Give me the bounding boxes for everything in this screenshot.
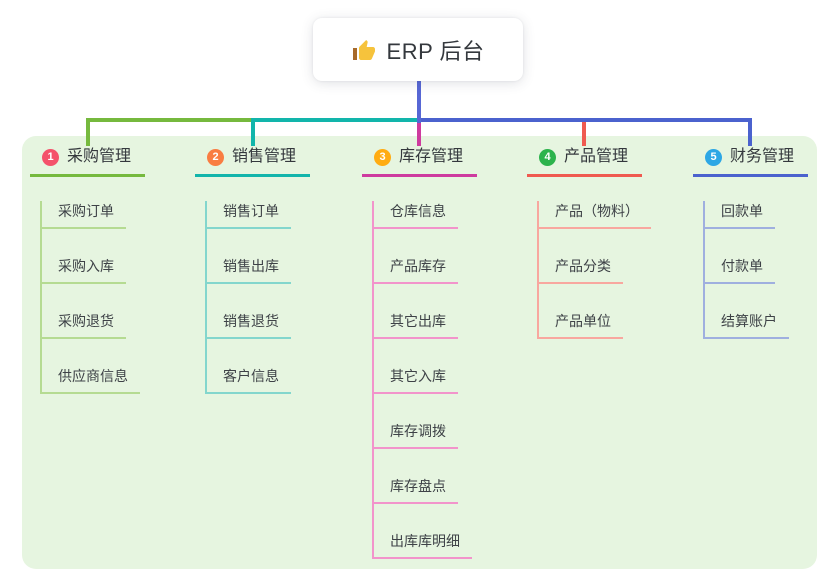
mindmap-branch: 3 库存管理仓库信息产品库存其它出库其它入库库存调拨库存盘点出库库明细 (362, 146, 478, 559)
mindmap-branch: 2 销售管理销售订单销售出库销售退货客户信息 (195, 146, 311, 394)
root-label: ERP 后台 (386, 38, 485, 64)
mindmap-background-panel (22, 136, 817, 569)
leaf-node[interactable]: 供应商信息 (42, 366, 140, 394)
branch-children: 采购订单采购入库采购退货供应商信息 (40, 201, 140, 394)
edge-branch-4 (419, 118, 586, 146)
root-node[interactable]: ERP 后台 (313, 18, 523, 81)
branch-node[interactable]: 4 产品管理 (527, 146, 643, 177)
leaf-node[interactable]: 销售退货 (207, 311, 291, 339)
mindmap-branch: 4 产品管理产品（物料） 产品分类产品单位 (527, 146, 651, 339)
leaf-node[interactable]: 产品单位 (539, 311, 623, 339)
branch-label: 销售管理 (232, 148, 297, 165)
leaf-node[interactable]: 产品（物料） (539, 201, 651, 229)
branch-children: 回款单付款单结算账户 (703, 201, 789, 339)
branch-node[interactable]: 1 采购管理 (30, 146, 146, 177)
branch-children: 仓库信息产品库存其它出库其它入库库存调拨库存盘点出库库明细 (372, 201, 472, 559)
branch-label: 库存管理 (399, 148, 464, 165)
edge-branch-2 (251, 118, 419, 146)
mindmap-branch: 1 采购管理采购订单采购入库采购退货供应商信息 (30, 146, 146, 394)
leaf-node[interactable]: 出库库明细 (374, 531, 472, 559)
branch-label: 采购管理 (67, 148, 132, 165)
branch-number-badge: 2 (207, 148, 224, 166)
leaf-node[interactable]: 付款单 (705, 256, 775, 284)
leaf-node[interactable]: 采购入库 (42, 256, 126, 284)
branch-label: 产品管理 (564, 148, 629, 165)
mindmap-branch: 5 财务管理回款单付款单结算账户 (693, 146, 809, 339)
leaf-node[interactable]: 其它入库 (374, 366, 458, 394)
branch-label: 财务管理 (730, 148, 795, 165)
leaf-node[interactable]: 采购退货 (42, 311, 126, 339)
leaf-node[interactable]: 销售出库 (207, 256, 291, 284)
leaf-node[interactable]: 回款单 (705, 201, 775, 229)
thumbs-up-icon (352, 37, 376, 63)
leaf-node[interactable]: 库存盘点 (374, 476, 458, 504)
branch-children: 产品（物料） 产品分类产品单位 (537, 201, 651, 339)
leaf-node[interactable]: 销售订单 (207, 201, 291, 229)
branch-children: 销售订单销售出库销售退货客户信息 (205, 201, 291, 394)
leaf-node[interactable]: 结算账户 (705, 311, 789, 339)
branch-node[interactable]: 2 销售管理 (195, 146, 311, 177)
leaf-node[interactable]: 客户信息 (207, 366, 291, 394)
leaf-node[interactable]: 产品库存 (374, 256, 458, 284)
branch-number-badge: 5 (705, 148, 722, 166)
branch-number-badge: 1 (42, 148, 59, 166)
leaf-node[interactable]: 其它出库 (374, 311, 458, 339)
leaf-node[interactable]: 仓库信息 (374, 201, 458, 229)
branch-node[interactable]: 3 库存管理 (362, 146, 478, 177)
branch-node[interactable]: 5 财务管理 (693, 146, 809, 177)
leaf-node[interactable]: 库存调拨 (374, 421, 458, 449)
leaf-node[interactable]: 采购订单 (42, 201, 126, 229)
branch-number-badge: 3 (374, 148, 391, 166)
branch-number-badge: 4 (539, 148, 556, 166)
edge-branch-5 (419, 118, 752, 146)
leaf-node[interactable]: 产品分类 (539, 256, 623, 284)
